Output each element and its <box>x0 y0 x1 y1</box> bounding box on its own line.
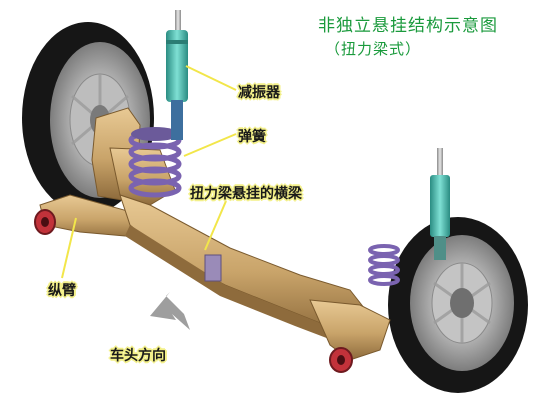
forward-direction-label: 车头方向 <box>110 348 166 364</box>
left-shock-absorber <box>166 10 188 140</box>
spring-label: 弹簧 <box>238 129 266 145</box>
right-shock-absorber <box>430 148 450 260</box>
diagram-subtitle: （扭力梁式） <box>325 40 422 58</box>
right-bushing <box>329 347 353 373</box>
left-spring-seat <box>131 127 179 141</box>
arrow-down-left-icon <box>150 292 190 330</box>
left-bushing <box>34 209 56 235</box>
right-spring <box>368 244 400 286</box>
torsion-beam-label: 扭力梁悬挂的横梁 <box>190 186 302 202</box>
leader-lines <box>61 65 237 279</box>
shock-absorber-label: 减振器 <box>238 85 280 101</box>
diagram-title: 非独立悬挂结构示意图 <box>318 16 498 36</box>
torsion-beam-body <box>39 107 391 361</box>
trailing-arm-label: 纵臂 <box>48 283 76 299</box>
right-wheel <box>388 217 528 393</box>
